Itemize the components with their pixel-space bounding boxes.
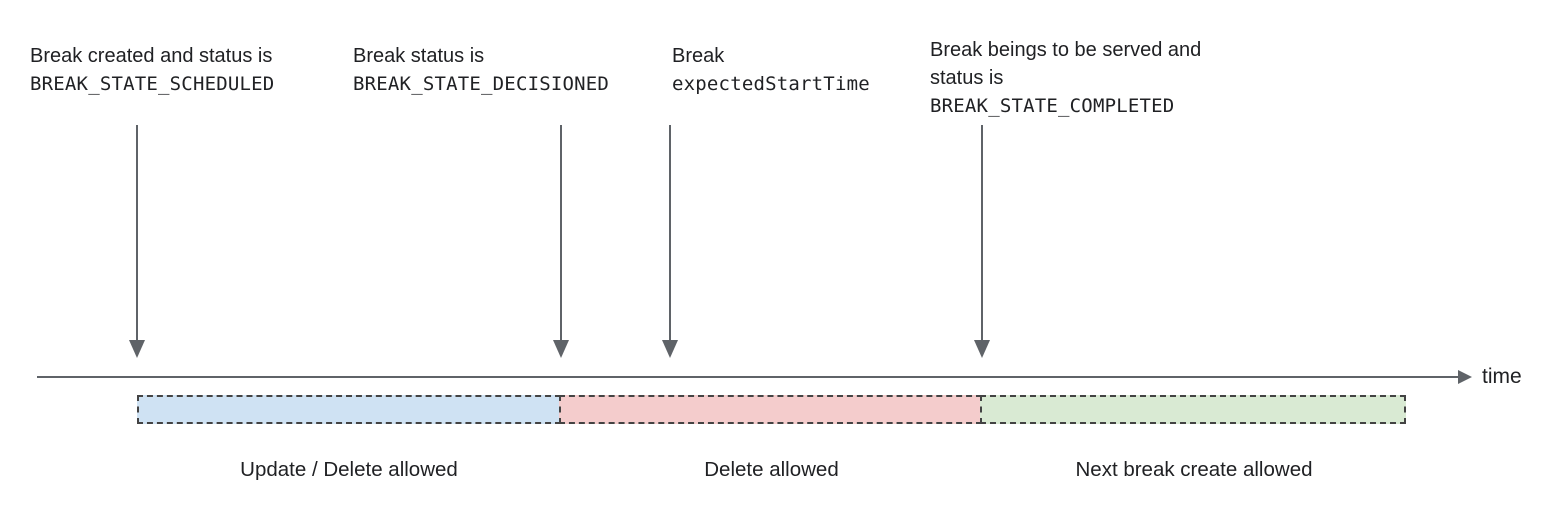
period-bars [137,395,1406,424]
annotation-code: expectedStartTime [672,73,870,95]
timeline-arrowhead-icon [1458,370,1472,384]
segment-label: Next break create allowed [1075,458,1313,481]
annotation-code: BREAK_STATE_SCHEDULED [30,73,275,95]
segment-delete-allowed [559,395,982,424]
segment-next-break-create-allowed [980,395,1406,424]
down-arrow-icon [136,125,138,340]
timeline-axis-label: time [1482,365,1522,388]
annotation-break-decisioned: Break status is BREAK_STATE_DECISIONED [353,42,673,98]
annotation-text: Break beings to be served and status is [930,39,1202,89]
annotation-text: Break created and status is [30,45,273,67]
annotation-text: Break [672,45,725,67]
annotation-break-scheduled: Break created and status is BREAK_STATE_… [30,42,345,98]
annotation-expected-start-time: Break expectedStartTime [672,42,932,98]
annotation-break-completed: Break beings to be served and status is … [930,36,1205,120]
down-arrow-icon [669,125,671,340]
timeline-axis [37,376,1458,378]
segment-label: Update / Delete allowed [240,458,458,481]
annotation-text: Break status is [353,45,485,67]
down-arrow-icon [560,125,562,340]
segment-update-delete-allowed [137,395,561,424]
annotation-code: BREAK_STATE_COMPLETED [930,95,1175,117]
segment-label: Delete allowed [704,458,839,481]
down-arrow-icon [981,125,983,340]
annotation-code: BREAK_STATE_DECISIONED [353,73,610,95]
